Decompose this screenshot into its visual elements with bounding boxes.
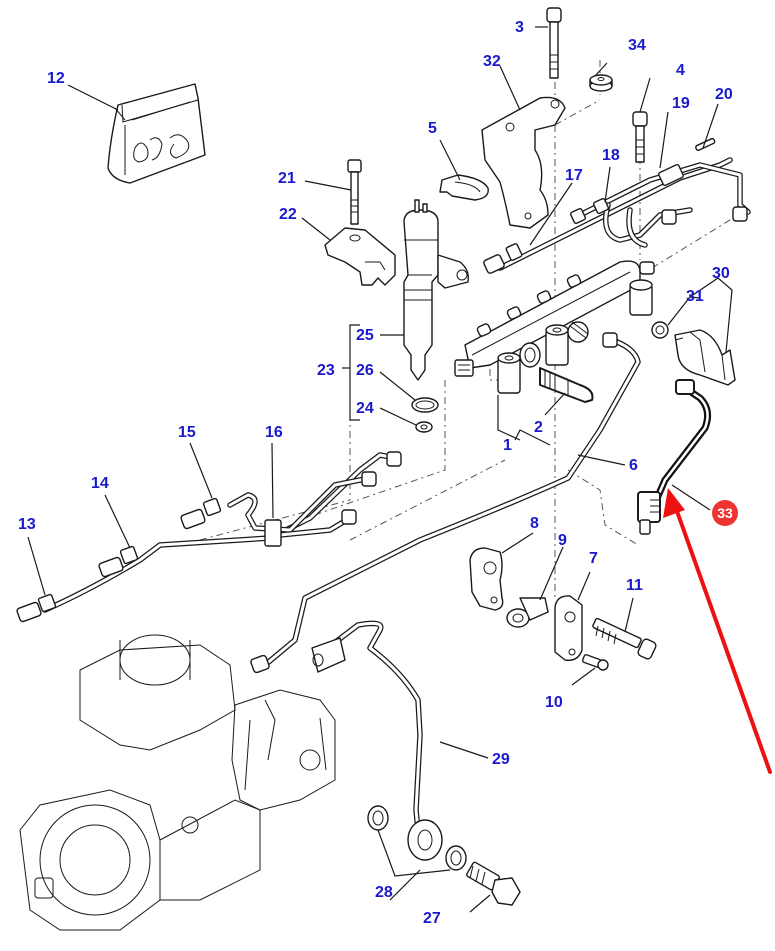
part-12-seal-kit-bag[interactable] [107, 83, 206, 184]
callout-12[interactable]: 12 [47, 70, 65, 87]
part-5-clip[interactable] [439, 174, 489, 201]
callout-18[interactable]: 18 [602, 147, 620, 164]
callout-34[interactable]: 34 [628, 37, 646, 54]
callout-3[interactable]: 3 [515, 19, 524, 36]
callout-23[interactable]: 23 [317, 362, 335, 379]
part-29-pipe[interactable] [311, 620, 443, 861]
callout-30[interactable]: 30 [712, 265, 730, 282]
arrowhead [663, 488, 685, 518]
callout-10[interactable]: 10 [545, 694, 563, 711]
part-24-washer[interactable] [415, 421, 433, 433]
part-10-screw[interactable] [582, 654, 609, 671]
part-33-highlighted-pipe[interactable] [637, 379, 712, 535]
part-6-pipe[interactable] [250, 332, 641, 674]
callout-labels: 12 3 32 34 4 19 20 5 18 17 21 22 30 31 2… [18, 19, 733, 927]
callout-32[interactable]: 32 [483, 53, 501, 70]
fuel-injection-pump [19, 634, 336, 931]
part-30-pressure-sensor[interactable] [674, 329, 736, 386]
callout-24[interactable]: 24 [356, 400, 374, 417]
callout-19[interactable]: 19 [672, 95, 690, 112]
callout-1[interactable]: 1 [503, 437, 512, 454]
callout-27[interactable]: 27 [423, 910, 441, 927]
part-27-banjo-bolt[interactable] [466, 861, 521, 906]
leader-lines [27, 26, 733, 913]
part-7-bracket[interactable] [554, 595, 583, 661]
part-26-o-ring[interactable] [411, 397, 439, 413]
upper-injector-pipes[interactable] [483, 137, 751, 274]
callout-25[interactable]: 25 [356, 327, 374, 344]
callout-8[interactable]: 8 [530, 515, 539, 532]
callout-2[interactable]: 2 [534, 419, 543, 436]
callout-7[interactable]: 7 [589, 550, 598, 567]
callout-28[interactable]: 28 [375, 884, 393, 901]
part-2-pressure-valve[interactable] [539, 321, 594, 403]
part-28-washers[interactable] [367, 805, 467, 871]
part-25-injector[interactable] [403, 199, 470, 381]
part-21-bolt[interactable] [347, 159, 362, 225]
callout-9[interactable]: 9 [558, 532, 567, 549]
callout-17[interactable]: 17 [565, 167, 583, 184]
part-31-washer[interactable] [651, 321, 669, 339]
lower-injector-pipes[interactable] [16, 451, 402, 623]
callout-26[interactable]: 26 [356, 362, 374, 379]
callout-15[interactable]: 15 [178, 424, 196, 441]
highlight-arrow [663, 488, 772, 774]
part-9-sleeve[interactable] [506, 597, 549, 628]
callout-13[interactable]: 13 [18, 516, 36, 533]
badge-circle [712, 500, 738, 526]
part-8-bracket[interactable] [469, 547, 504, 611]
part-3-bolt[interactable] [546, 7, 562, 79]
common-rail[interactable] [454, 260, 655, 377]
callout-4[interactable]: 4 [676, 62, 685, 79]
callout-6[interactable]: 6 [629, 457, 638, 474]
highlight-badge-33[interactable]: 33 [712, 500, 738, 526]
callout-16[interactable]: 16 [265, 424, 283, 441]
callout-20[interactable]: 20 [715, 86, 733, 103]
part-4-bolt[interactable] [632, 111, 648, 163]
callout-5[interactable]: 5 [428, 120, 437, 137]
badge-label: 33 [717, 505, 733, 521]
callout-11[interactable]: 11 [626, 577, 643, 594]
part-1-spacers[interactable] [497, 279, 653, 394]
part-34-bush[interactable] [589, 74, 613, 92]
part-32-bracket[interactable] [481, 96, 566, 229]
callout-22[interactable]: 22 [279, 206, 297, 223]
callout-29[interactable]: 29 [492, 751, 510, 768]
part-11-bolt[interactable] [592, 617, 657, 660]
callout-21[interactable]: 21 [278, 170, 296, 187]
callout-14[interactable]: 14 [91, 475, 109, 492]
part-22-clamp[interactable] [324, 227, 396, 286]
callout-31[interactable]: 31 [686, 288, 704, 305]
